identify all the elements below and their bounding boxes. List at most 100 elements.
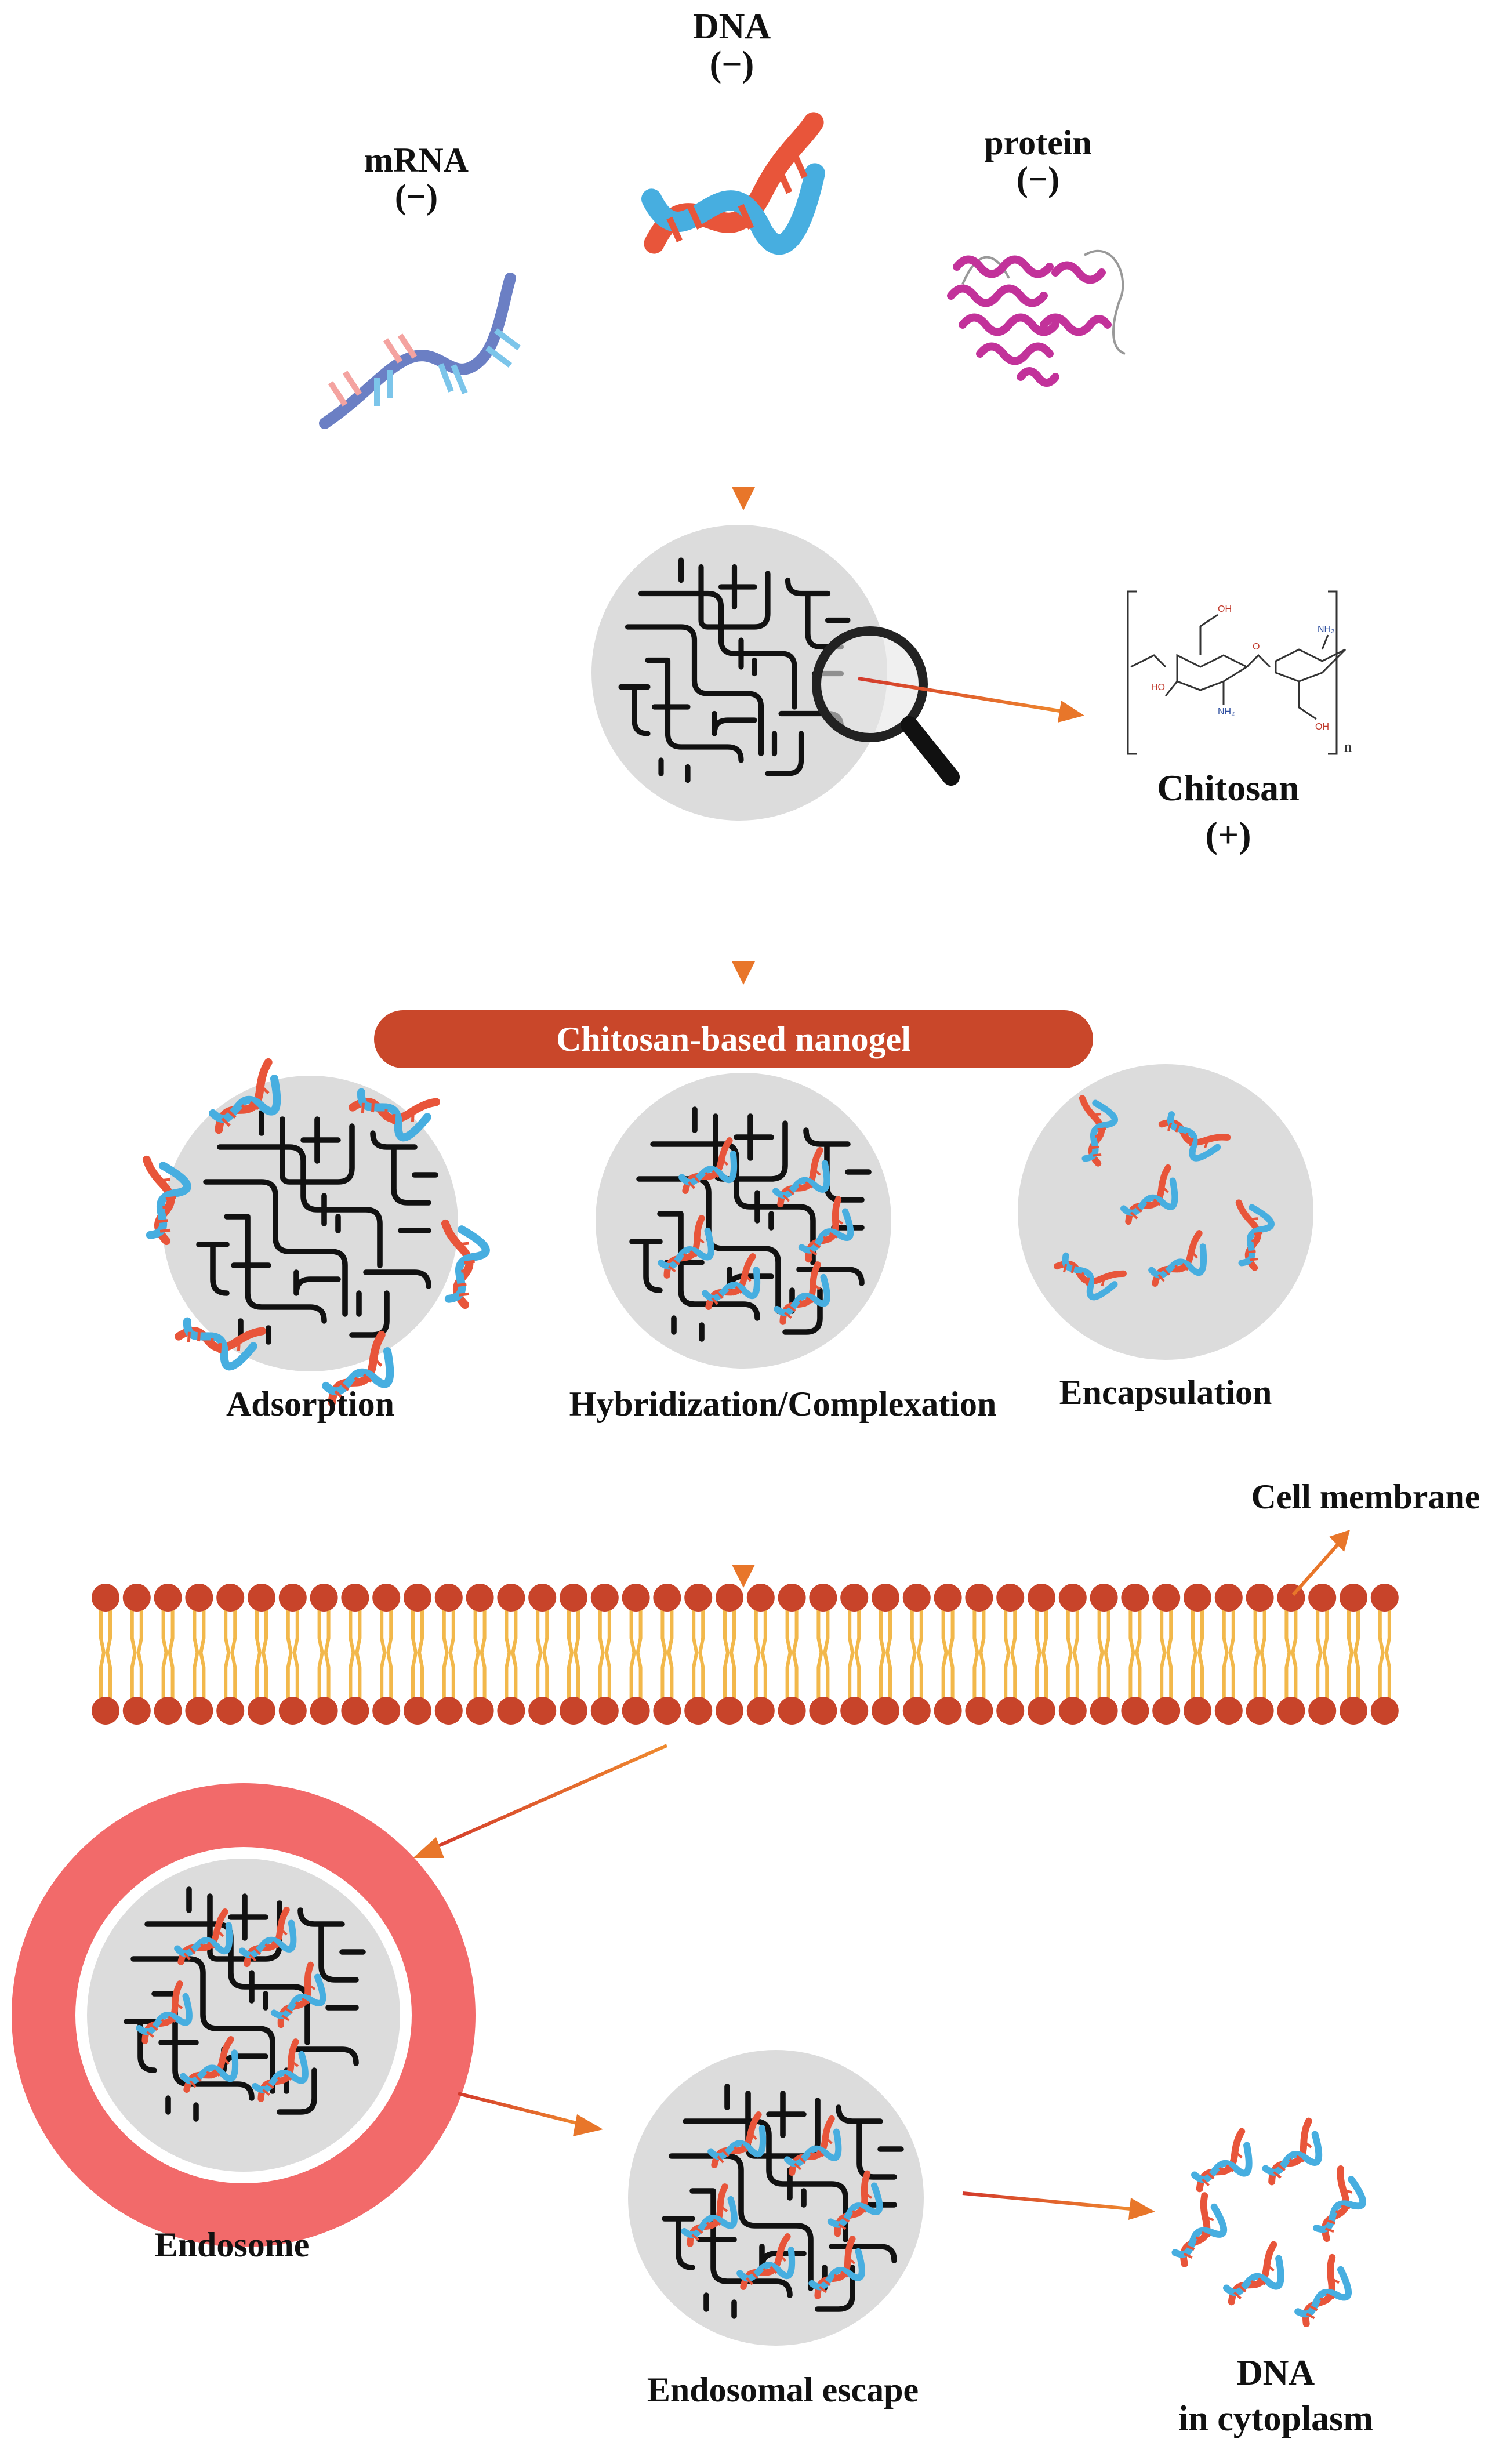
hybridization-label: Hybridization/Complexation [569,1385,997,1423]
mrna-charge: (−) [394,177,438,216]
lipid-head [1370,1697,1399,1725]
lipid-head [622,1584,650,1612]
lipid-head [902,1697,931,1725]
lipid-tails [1222,1609,1235,1699]
lipid-tails [723,1609,736,1699]
lipid-head [996,1584,1025,1612]
lipid-head [1246,1584,1274,1612]
lipid-head [1152,1584,1181,1612]
lipid-head [1058,1697,1087,1725]
lipid-head [92,1584,119,1612]
lipid-head [185,1584,213,1612]
lipid-head [1214,1584,1243,1612]
lipid-head [590,1584,619,1612]
lipid-tails [941,1609,955,1699]
cytoplasm-line2: in cytoplasm [1178,2399,1373,2439]
dna-molecule-icon [641,112,825,255]
svg-text:NH₂: NH₂ [1218,707,1235,717]
lipid-tails [1004,1609,1017,1699]
lipid-tails [660,1609,674,1699]
lipid-head [1058,1584,1087,1612]
lipid-tails [1284,1609,1298,1699]
lipid-tails [536,1609,549,1699]
lipid-head [154,1584,182,1612]
chitosan-name: Chitosan [1157,767,1300,808]
mrna-label: mRNA (−) [364,142,469,215]
lipid-head [840,1697,869,1725]
lipid-head [1184,1584,1211,1612]
cytoplasm-dna-icon [1159,2121,1369,2325]
lipid-tails [130,1609,143,1699]
lipid-tails [692,1609,705,1699]
endosomal-escape-label: Endosomal escape [647,2371,919,2409]
lipid-head [622,1697,650,1725]
lipid-head [1340,1584,1367,1612]
nanogel-banner: Chitosan-based nanogel [374,1010,1093,1068]
endosome-icon [12,1783,476,2247]
lipid-head [1152,1697,1181,1725]
lipid-head [1090,1584,1118,1612]
nanogel-banner-label: Chitosan-based nanogel [556,1019,911,1058]
arrow-to-endosome [428,1744,668,1852]
lipid-head [310,1584,338,1612]
lipid-tails [1160,1609,1173,1699]
lipid-head [1340,1697,1367,1725]
lipid-head [996,1697,1025,1725]
lipid-head [684,1584,713,1612]
adsorption-nanogel-icon [123,1062,490,1403]
svg-text:NH₂: NH₂ [1318,625,1334,634]
lipid-tails [848,1609,861,1699]
lipid-head [185,1697,213,1725]
lipid-head [1121,1697,1149,1725]
lipid-tails [411,1609,424,1699]
mrna-molecule-icon [319,273,521,429]
lipid-head [372,1697,401,1725]
encapsulation-nanogel-icon [1018,1064,1313,1360]
chitosan-nanogel-icon [591,525,887,821]
lipid-head [1308,1584,1337,1612]
lipid-head [872,1584,899,1612]
lipid-head [372,1584,401,1612]
lipid-head [434,1697,463,1725]
lipid-head [466,1697,494,1725]
lipid-head [716,1697,743,1725]
protein-name: protein [984,124,1092,162]
lipid-head [1184,1697,1211,1725]
arrow-to-cytoplasm [962,2191,1137,2211]
lipid-head [122,1697,151,1725]
lipid-head [404,1697,431,1725]
dna-charge: (−) [709,45,754,85]
lipid-head [902,1584,931,1612]
lipid-tails [972,1609,986,1699]
lipid-head [528,1697,557,1725]
mrna-name: mRNA [364,141,469,179]
lipid-head [684,1697,713,1725]
svg-text:OH: OH [1315,722,1329,732]
lipid-tails [1097,1609,1110,1699]
lipid-head [778,1697,806,1725]
lipid-tails [567,1609,580,1699]
lipid-head [216,1584,245,1612]
endosome-label: Endosome [154,2226,310,2264]
lipid-tails [286,1609,299,1699]
encapsulation-label: Encapsulation [1059,1373,1272,1411]
adsorption-label: Adsorption [226,1385,395,1423]
protein-charge: (−) [1016,160,1060,198]
cell-membrane-bilayer [92,1584,1399,1725]
lipid-tails [816,1609,830,1699]
lipid-tails [255,1609,268,1699]
chitosan-label: Chitosan (+) [1157,767,1300,856]
lipid-head [466,1584,494,1612]
lipid-head [248,1584,275,1612]
lipid-head [122,1584,151,1612]
chitosan-charge: (+) [1205,814,1251,856]
lipid-head [404,1584,431,1612]
lipid-tails [1347,1609,1360,1699]
lipid-tails [99,1609,112,1699]
lipid-head [746,1697,775,1725]
lipid-head [560,1697,587,1725]
lipid-tails [380,1609,393,1699]
lipid-tails [349,1609,362,1699]
lipid-head [653,1584,681,1612]
